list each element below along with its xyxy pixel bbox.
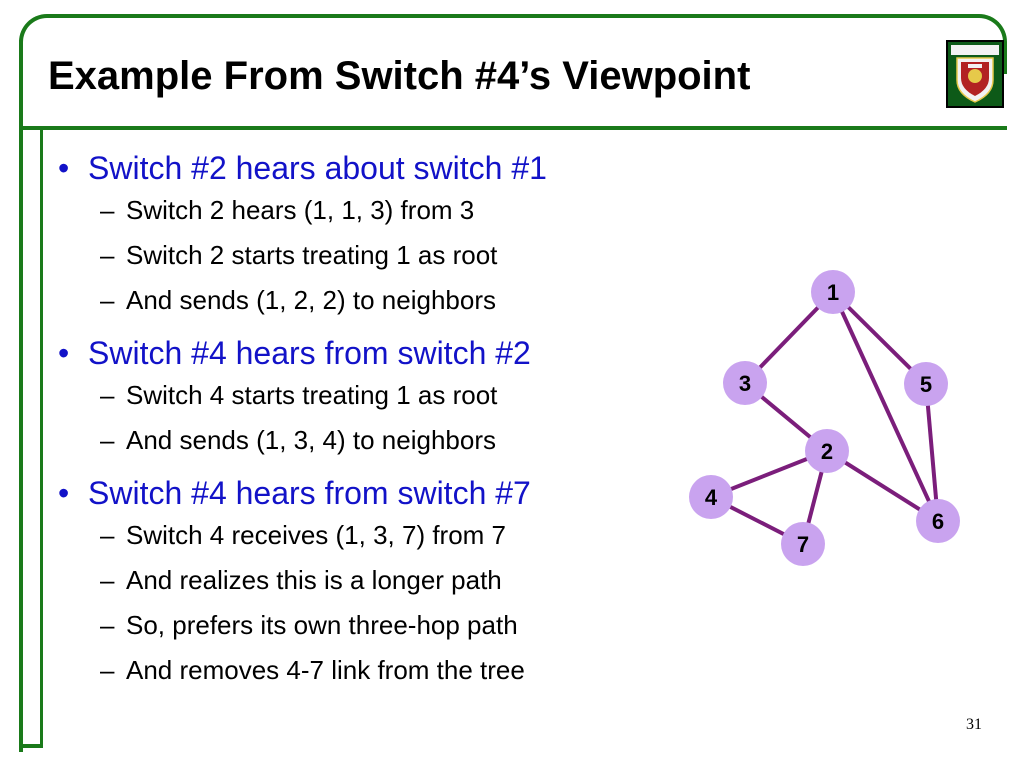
sub-bullet-text: And sends (1, 3, 4) to neighbors <box>126 425 497 455</box>
graph-node-7: 7 <box>781 522 825 566</box>
bullet-3: •Switch #4 hears from switch #7 <box>58 475 531 511</box>
bullet-list: •Switch #2 hears about switch #1 –Switch… <box>58 140 698 693</box>
graph-node-2: 2 <box>805 429 849 473</box>
content-left-rule <box>40 126 43 748</box>
graph-edge-5-6 <box>924 383 940 522</box>
graph-node-circle <box>689 475 733 519</box>
graph-node-circle <box>723 361 767 405</box>
sub-bullet: –So, prefers its own three-hop path <box>100 610 518 640</box>
page-number: 31 <box>966 716 982 733</box>
sub-bullet: –And sends (1, 2, 2) to neighbors <box>100 285 497 315</box>
bullet-1-text: Switch #2 hears about switch #1 <box>88 150 547 186</box>
sub-bullet: –Switch 2 hears (1, 1, 3) from 3 <box>100 195 475 225</box>
sub-bullet-text: And removes 4-7 link from the tree <box>126 655 525 685</box>
frame-left-border <box>19 40 23 752</box>
graph-node-label: 3 <box>739 371 751 396</box>
graph-node-label: 2 <box>821 439 833 464</box>
bullet-1: •Switch #2 hears about switch #1 <box>58 150 547 186</box>
graph-node-label: 5 <box>920 372 932 397</box>
bullet-2-text: Switch #4 hears from switch #2 <box>88 335 531 371</box>
sub-bullet-text: And sends (1, 2, 2) to neighbors <box>126 285 497 315</box>
graph-node-4: 4 <box>689 475 733 519</box>
sub-bullet: –Switch 2 starts treating 1 as root <box>100 240 498 270</box>
graph-node-label: 1 <box>827 280 839 305</box>
title-divider <box>19 126 1007 130</box>
sub-bullet-text: Switch 4 starts treating 1 as root <box>126 380 498 410</box>
graph-node-label: 6 <box>932 509 944 534</box>
bullet-3-text: Switch #4 hears from switch #7 <box>88 475 531 511</box>
graph-node-6: 6 <box>916 499 960 543</box>
sub-bullet: –Switch 4 starts treating 1 as root <box>100 380 498 410</box>
graph-node-circle <box>811 270 855 314</box>
sub-bullet: –Switch 4 receives (1, 3, 7) from 7 <box>100 520 507 550</box>
sub-bullet-text: So, prefers its own three-hop path <box>126 610 518 640</box>
graph-node-label: 4 <box>705 485 718 510</box>
sub-bullet-text: Switch 2 hears (1, 1, 3) from 3 <box>126 195 475 225</box>
graph-node-circle <box>781 522 825 566</box>
frame-bottom-border <box>19 744 43 748</box>
graph-node-label: 7 <box>797 532 809 557</box>
university-logo <box>946 40 1004 108</box>
sub-bullet: –And removes 4-7 link from the tree <box>100 655 525 685</box>
graph-edge-1-6 <box>831 291 940 522</box>
sub-bullet-text: Switch 4 receives (1, 3, 7) from 7 <box>126 520 507 550</box>
graph-node-circle <box>805 429 849 473</box>
graph-node-5: 5 <box>904 362 948 406</box>
graph-node-1: 1 <box>811 270 855 314</box>
sub-bullet: –And realizes this is a longer path <box>100 565 502 595</box>
graph-node-3: 3 <box>723 361 767 405</box>
university-seal-icon <box>948 42 1002 106</box>
graph-node-circle <box>904 362 948 406</box>
graph-node-circle <box>916 499 960 543</box>
bullet-2: •Switch #4 hears from switch #2 <box>58 335 531 371</box>
sub-bullet-text: And realizes this is a longer path <box>126 565 502 595</box>
sub-bullet-text: Switch 2 starts treating 1 as root <box>126 240 498 270</box>
slide-title: Example From Switch #4’s Viewpoint <box>48 54 751 98</box>
frame-top-border <box>19 14 1007 74</box>
sub-bullet: –And sends (1, 3, 4) to neighbors <box>100 425 497 455</box>
